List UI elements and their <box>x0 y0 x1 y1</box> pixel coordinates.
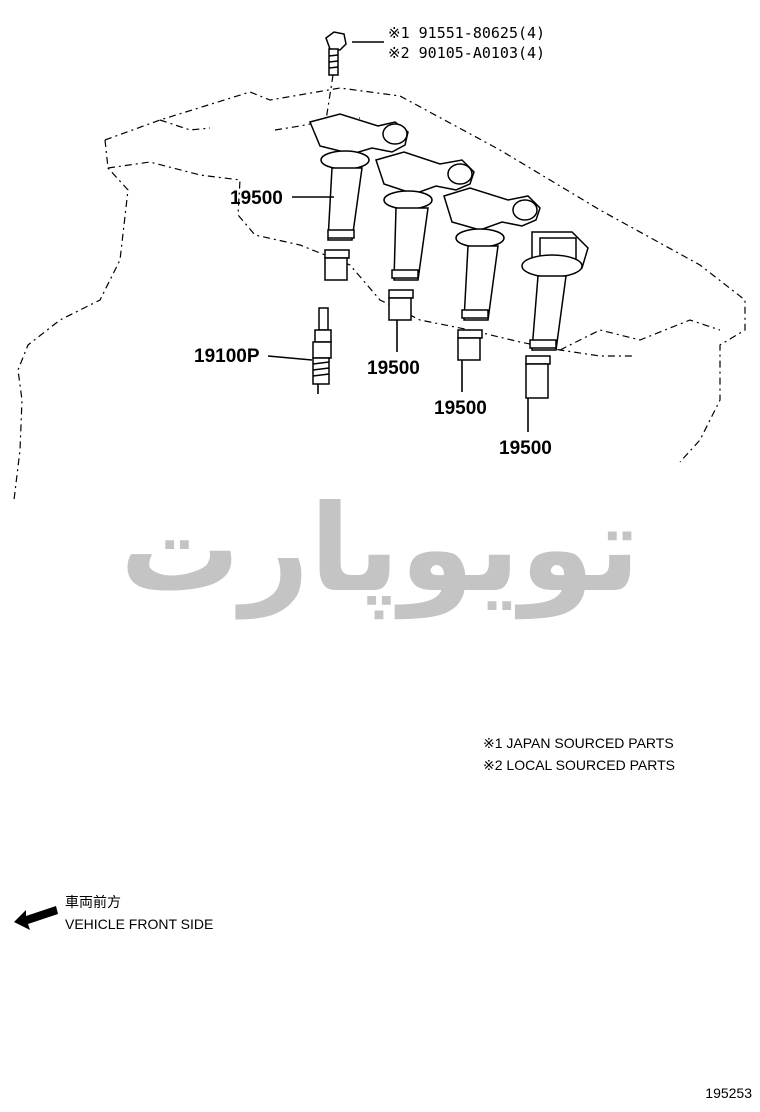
leader-lines <box>267 41 529 432</box>
ignition-coil-3 <box>443 187 541 361</box>
front-direction-arrow-icon <box>14 906 58 930</box>
bolt-part-number-japan: ※1 91551-80625(4) <box>388 24 545 42</box>
note-local-sourced: ※2 LOCAL SOURCED PARTS <box>483 757 675 773</box>
coil-label-4: 19500 <box>499 438 552 459</box>
watermark-logo: تویوپارت <box>120 480 640 619</box>
bolt-part-number-local: ※2 90105-A0103(4) <box>388 44 545 62</box>
ignition-coil-4 <box>521 231 589 399</box>
coil-label-3: 19500 <box>434 398 487 419</box>
spark-plug <box>312 307 332 394</box>
coil-label-1: 19500 <box>230 188 283 209</box>
catalog-number: 195253 <box>705 1085 752 1101</box>
ignition-coil-1 <box>308 113 409 281</box>
spark-plug-label: 19100P <box>194 346 260 367</box>
bolt-fastener <box>325 31 347 121</box>
direction-label-english: VEHICLE FRONT SIDE <box>65 916 213 932</box>
ignition-coil-2 <box>375 151 475 321</box>
direction-label-japanese: 車両前方 <box>65 894 121 910</box>
note-japan-sourced: ※1 JAPAN SOURCED PARTS <box>483 735 674 751</box>
coil-label-2: 19500 <box>367 358 420 379</box>
